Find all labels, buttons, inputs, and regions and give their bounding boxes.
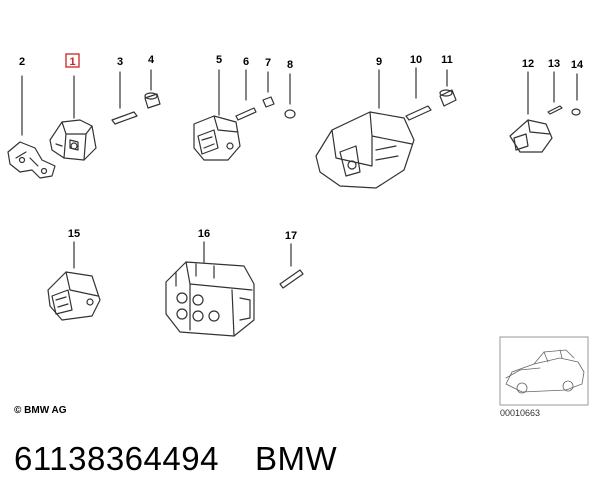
callout-15: 15 bbox=[68, 228, 80, 240]
part-9-connector bbox=[315, 69, 415, 189]
callout-12: 12 bbox=[522, 58, 534, 70]
callout-10: 10 bbox=[410, 54, 422, 66]
part-16-connector bbox=[165, 241, 255, 337]
callout-16: 16 bbox=[198, 228, 210, 240]
callout-6: 6 bbox=[243, 56, 249, 68]
part-6-pin bbox=[235, 69, 257, 121]
callout-7: 7 bbox=[265, 57, 271, 69]
part-number: 61138364494 bbox=[14, 440, 219, 477]
callout-1: 1 bbox=[69, 56, 75, 68]
callout-17: 17 bbox=[285, 230, 297, 242]
vehicle-thumbnail bbox=[499, 336, 589, 406]
part-14-seal bbox=[571, 73, 581, 116]
callout-11: 11 bbox=[441, 54, 453, 66]
callout-1-highlight-box bbox=[65, 53, 80, 68]
callout-4: 4 bbox=[148, 54, 155, 66]
callout-2: 2 bbox=[19, 56, 25, 68]
part-11-sleeve bbox=[439, 69, 457, 107]
callout-13: 13 bbox=[548, 58, 560, 70]
part-15-connector bbox=[47, 241, 101, 321]
part-7-seal bbox=[262, 71, 275, 108]
part-5-connector bbox=[193, 69, 241, 161]
callout-3: 3 bbox=[117, 56, 123, 68]
part-12-connector bbox=[509, 71, 553, 153]
footer-caption: 61138364494 BMW bbox=[14, 440, 337, 478]
callout-5: 5 bbox=[216, 54, 222, 66]
part-8-plug bbox=[284, 73, 296, 119]
callout-14: 14 bbox=[571, 59, 584, 71]
image-code: 00010663 bbox=[500, 408, 541, 418]
part-17-pin bbox=[279, 243, 304, 289]
part-2-bracket bbox=[7, 75, 56, 179]
callout-8: 8 bbox=[287, 59, 293, 71]
copyright-text: © BMW AG bbox=[14, 405, 67, 416]
part-10-pin bbox=[405, 67, 432, 121]
callout-9: 9 bbox=[376, 56, 382, 68]
part-4-sleeve bbox=[144, 69, 161, 109]
part-1-connector bbox=[49, 75, 97, 161]
brand-name: BMW bbox=[254, 440, 338, 477]
part-13-pin bbox=[547, 71, 563, 115]
part-3-pin bbox=[111, 71, 138, 125]
